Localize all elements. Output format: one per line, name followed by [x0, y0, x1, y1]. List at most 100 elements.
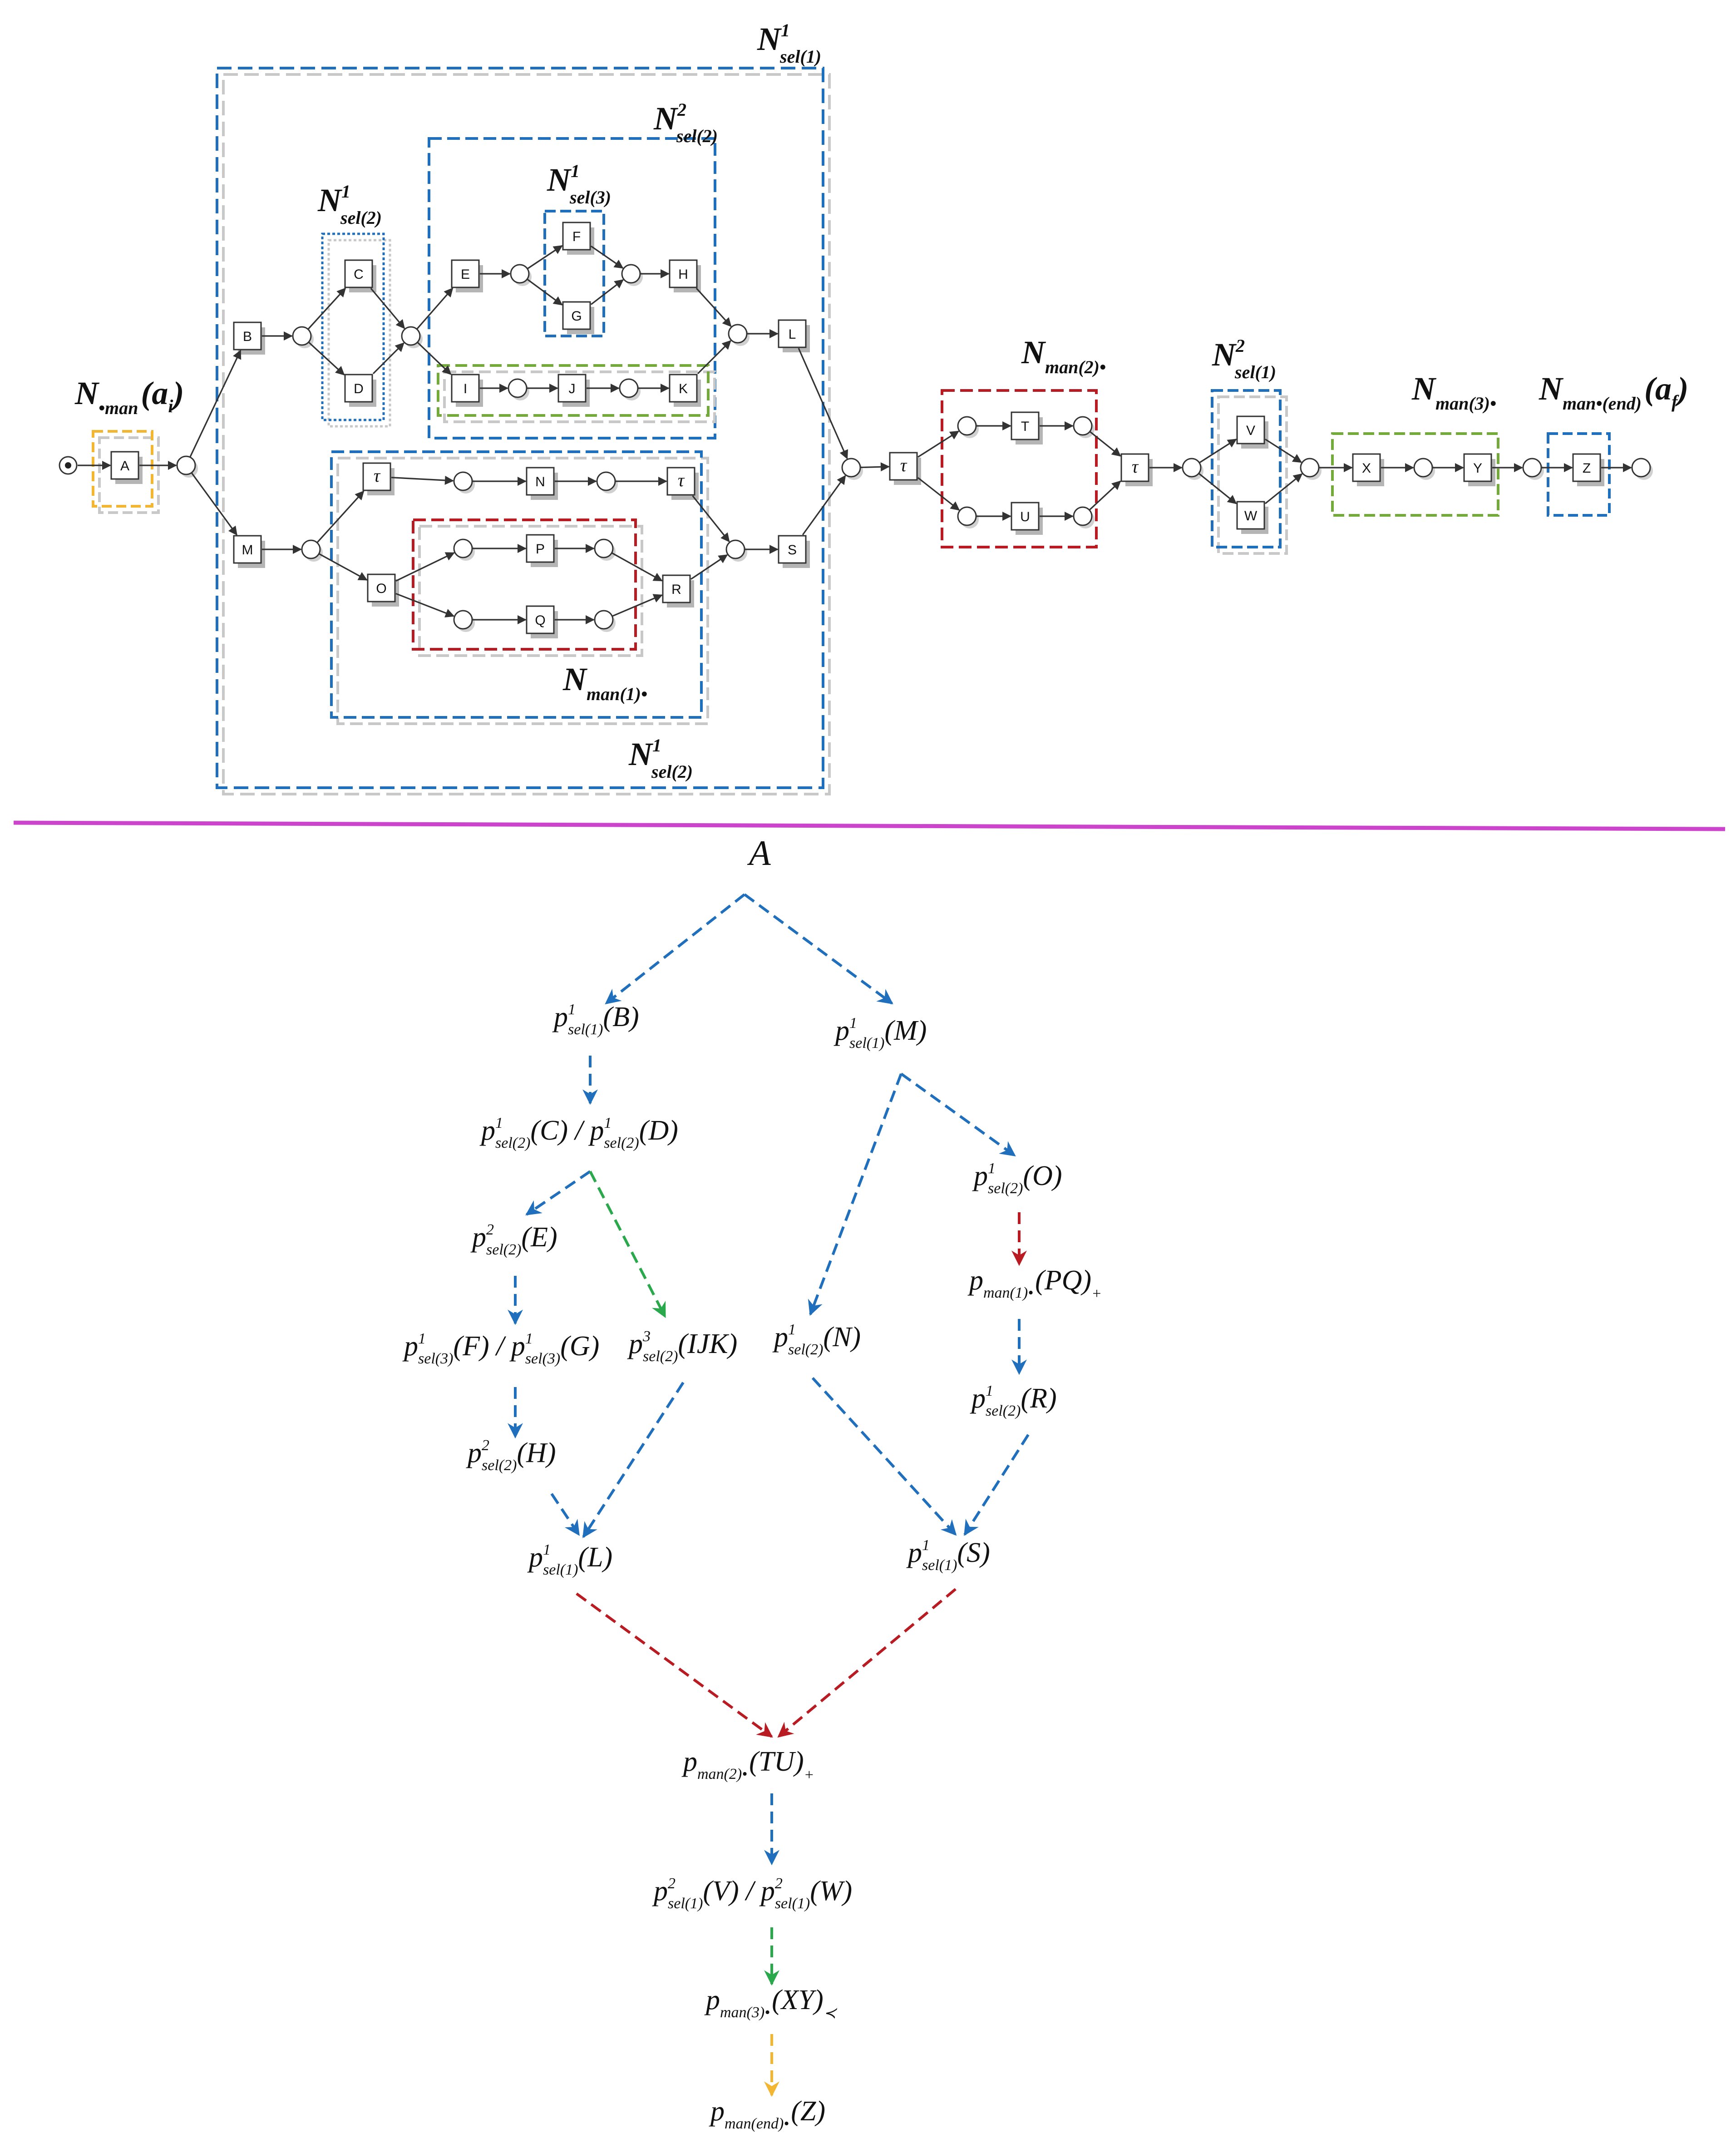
tree-edge [963, 1434, 1030, 1536]
transition-S: S [778, 535, 810, 568]
circle-place-icon [176, 455, 196, 475]
net-arc [1265, 439, 1302, 463]
transition-label: E [461, 267, 470, 282]
tree-edge [582, 1382, 685, 1538]
transition-label: Q [535, 613, 545, 628]
nmanend-region [1547, 432, 1611, 517]
transition-tau3: τ [889, 452, 921, 485]
transition-N: N [526, 467, 558, 500]
place-pP [594, 538, 616, 561]
transition-label: U [1020, 509, 1030, 524]
net-arc [692, 495, 730, 543]
square-transition-icon [1352, 453, 1381, 482]
square-transition-icon [562, 222, 591, 251]
nsel1-outer-shadow [222, 73, 831, 795]
place-pI1 [508, 378, 529, 400]
tree-edge [900, 1072, 1016, 1157]
square-transition-icon [1236, 415, 1265, 444]
tree-edge [777, 1588, 957, 1738]
transition-R: R [662, 574, 694, 607]
circle-place-icon [619, 378, 639, 398]
nmanstart-region [92, 430, 153, 508]
square-transition-icon [662, 574, 691, 603]
circle-place-icon [1182, 458, 1202, 478]
circle-place-icon [510, 264, 530, 284]
tree-edge [744, 893, 893, 1005]
transition-label: G [571, 309, 582, 324]
circle-place-icon [1413, 458, 1433, 478]
nsel1-vw-region [1211, 389, 1282, 548]
transition-label: A [120, 459, 129, 474]
transition-C: C [344, 259, 376, 292]
transition-label: D [354, 381, 364, 396]
transition-label: O [376, 581, 386, 596]
ijk-box-region [437, 364, 710, 417]
region-label-nmanend: Nman•(end)(af) [1539, 370, 1688, 414]
tree-edge [525, 1170, 591, 1216]
net-arc [798, 348, 848, 459]
nman3-region [1331, 432, 1499, 517]
net-arc [395, 593, 455, 617]
net-arc [319, 553, 368, 581]
transition-H: H [669, 259, 701, 292]
transition-T: T [1011, 411, 1043, 444]
place-pT2 [957, 506, 979, 528]
place-pN2 [596, 471, 618, 494]
square-transition-icon [362, 462, 391, 491]
nsel2-lower-shadow [336, 457, 709, 725]
circle-place-icon [1522, 458, 1542, 478]
circle-place-icon [957, 416, 977, 436]
square-transition-icon [451, 374, 480, 403]
region-label-nmanstart: N•man(ai) [74, 375, 184, 418]
transition-D: D [344, 374, 376, 407]
square-transition-icon [1463, 453, 1492, 482]
transition-J: J [557, 374, 590, 407]
net-arc [416, 287, 454, 330]
transition-label: X [1362, 461, 1371, 476]
place-pH [728, 324, 750, 346]
square-transition-icon [666, 467, 695, 496]
square-transition-icon [367, 573, 396, 602]
square-transition-icon [233, 535, 262, 564]
token-dot [65, 462, 71, 469]
place-pM [301, 539, 323, 562]
net-arc [1198, 473, 1237, 504]
net-arc [391, 475, 454, 485]
nsel1-vw-shadow [1217, 395, 1288, 555]
circle-place-icon [596, 471, 616, 491]
square-transition-icon [344, 259, 373, 288]
transition-label: τ [678, 470, 685, 490]
circle-place-icon [401, 326, 421, 346]
nmanstart-shadow [98, 436, 160, 514]
transition-L: L [778, 319, 810, 352]
transition-label: τ [374, 465, 381, 486]
transition-label: T [1021, 419, 1029, 434]
square-transition-icon [526, 467, 555, 496]
net-arc [1090, 431, 1121, 457]
place-pN1 [453, 471, 475, 494]
transition-tau4: τ [1120, 453, 1153, 486]
transition-label: C [354, 267, 364, 282]
transition-label: P [536, 542, 545, 557]
nsel1-outer-region [216, 67, 824, 789]
transition-O: O [367, 573, 399, 607]
net-arc [917, 477, 960, 511]
transition-label: F [572, 229, 581, 244]
square-transition-icon [1011, 411, 1040, 440]
square-transition-icon [233, 321, 262, 351]
transition-label: τ [1132, 456, 1139, 477]
net-arc [802, 475, 846, 535]
circle-place-icon [621, 264, 641, 284]
circle-place-icon [594, 610, 614, 630]
place-pO1 [453, 538, 475, 561]
transition-label: B [243, 329, 252, 344]
net-arc [395, 552, 455, 582]
place-pW [1300, 458, 1322, 480]
place-pB [292, 326, 314, 348]
